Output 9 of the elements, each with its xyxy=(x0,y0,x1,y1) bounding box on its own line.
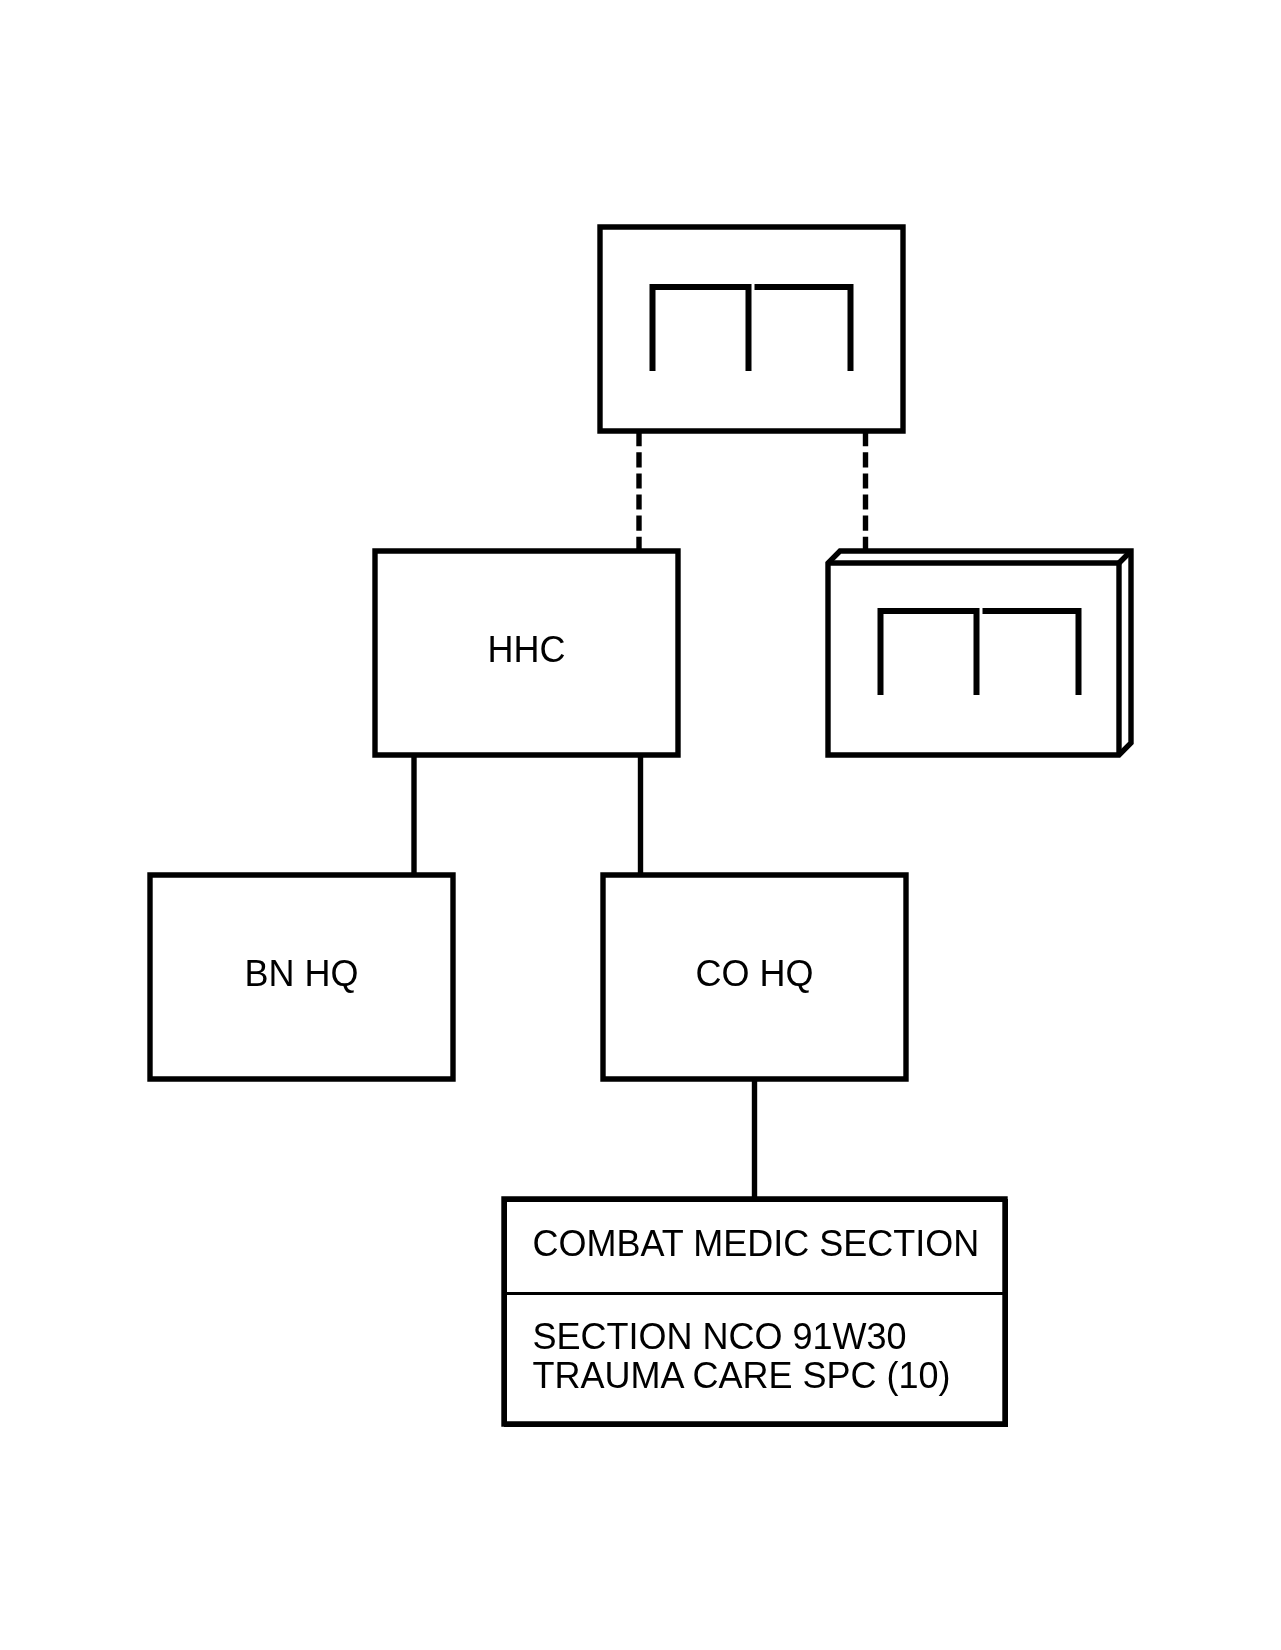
node-box: BN HQ xyxy=(147,871,456,1082)
connector xyxy=(751,1078,758,1198)
connector xyxy=(637,755,644,874)
node-box: HHC xyxy=(372,547,681,758)
connector xyxy=(636,431,642,550)
connector xyxy=(862,431,869,550)
node-box xyxy=(597,223,906,434)
node-box: CO HQ xyxy=(600,871,909,1082)
connector xyxy=(411,755,417,874)
